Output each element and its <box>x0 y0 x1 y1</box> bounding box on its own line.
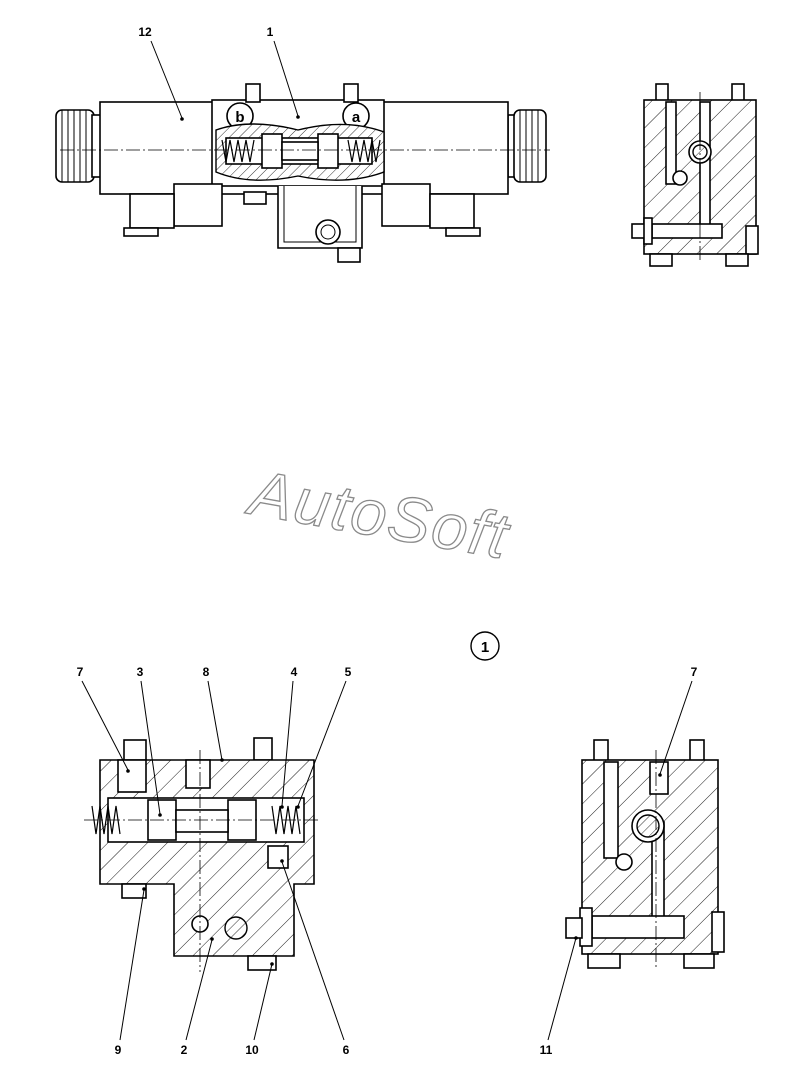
bottom-right-section: 7 11 <box>540 665 725 1057</box>
callout-11: 11 <box>540 1043 553 1057</box>
port-b-letter: b <box>235 109 244 126</box>
detail-marker-number: 1 <box>481 639 489 656</box>
detail-marker: 1 <box>470 631 500 661</box>
callout-10: 10 <box>245 1043 259 1057</box>
callout-7-left: 7 <box>77 665 84 679</box>
top-side-view <box>631 83 759 267</box>
watermark: AutoSoft <box>240 455 515 573</box>
callout-4: 4 <box>291 665 298 679</box>
callout-1: 1 <box>267 25 274 39</box>
bottom-left-section: 7 3 8 4 5 9 2 10 6 <box>77 665 352 1057</box>
callout-2: 2 <box>181 1043 188 1057</box>
callout-7-right: 7 <box>691 665 698 679</box>
callout-8: 8 <box>203 665 210 679</box>
callout-9: 9 <box>115 1043 122 1057</box>
callout-3: 3 <box>137 665 144 679</box>
callout-12: 12 <box>138 25 152 39</box>
callout-6: 6 <box>343 1043 350 1057</box>
port-a-letter: a <box>352 109 361 126</box>
watermark-text: AutoSoft <box>241 456 515 573</box>
callout-5: 5 <box>345 665 352 679</box>
top-front-view: b a 12 1 <box>55 25 550 263</box>
